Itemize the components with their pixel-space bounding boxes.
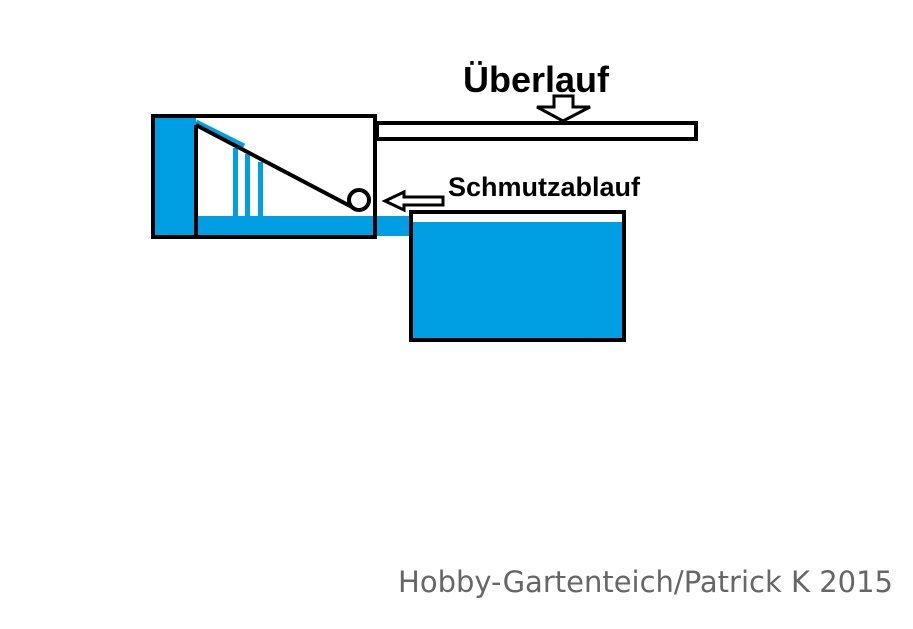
- filter-water-left: [155, 118, 196, 236]
- overflow-arrow-icon: [536, 94, 591, 123]
- filter-chamber: [151, 114, 411, 239]
- sieve-slope: [195, 123, 353, 209]
- filter-stream-3: [258, 162, 263, 236]
- overflow-pipe: [375, 121, 698, 141]
- dirt-pipe-circle: [347, 188, 371, 212]
- filter-stream-1: [233, 148, 238, 236]
- filter-stream-2: [245, 154, 250, 236]
- dirt-outlet-label: Schmutzablauf: [448, 172, 641, 202]
- overflow-label: Überlauf: [463, 59, 610, 100]
- watermark-text: Hobby-Gartenteich/Patrick K 2015: [398, 565, 893, 599]
- tank-outline: [409, 210, 626, 342]
- dirt-outlet-arrow-icon: [381, 189, 445, 213]
- sieve-water-edge: [194, 119, 246, 149]
- tank-water: [411, 222, 624, 340]
- filter-chamber-outline: [151, 114, 377, 239]
- collection-tank: [409, 210, 626, 342]
- filter-water-bottom: [196, 216, 411, 236]
